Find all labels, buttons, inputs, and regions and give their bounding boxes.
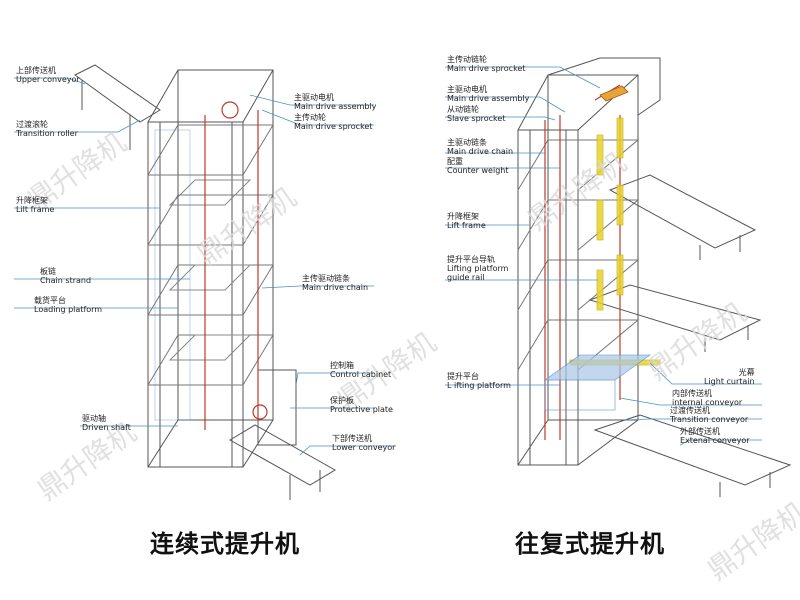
label-cn: 下部传送机 [332, 434, 372, 443]
label-counter-weight: 配重 Counter weight [447, 157, 508, 175]
label-cn: 配重 [447, 157, 463, 166]
label-en: Protective plate [330, 405, 393, 414]
label-en: Lower conveyor [332, 443, 396, 452]
label-en: Chain strand [40, 276, 92, 285]
label-en: Slave sprocket [447, 114, 506, 123]
label-en: Lilt frame [16, 205, 55, 214]
label-en: internal conveyor [672, 398, 743, 407]
label-en: Upper conveyor [16, 75, 80, 84]
label-cn: 主驱动电机 [294, 93, 334, 102]
label-lower-conveyor: 下部传送机 Lower conveyor [332, 434, 395, 452]
label-guide-rail: 提升平台导轨 Lifting platform guide rail [447, 255, 508, 282]
label-cn: 提升平台导轨 [447, 255, 495, 264]
reciprocating-elevator-caption: 往复式提升机 [515, 530, 665, 558]
label-cn: 过渡滚轮 [16, 120, 48, 129]
label-main-drive-sprocket-right: 主传动链轮 Main drive sprocket [447, 55, 526, 73]
label-en: Lift frame [447, 221, 486, 230]
label-en: Main drive chain [302, 283, 369, 292]
label-en: Light curtain [704, 377, 755, 386]
label-en: Control cabinet [330, 370, 392, 379]
label-en: Transition roller [16, 129, 78, 138]
label-chain-strand: 板链 Chain strand [40, 267, 91, 285]
label-cn: 从动链轮 [447, 105, 479, 114]
label-transition-conveyor: 过渡传送机 Transition conveyor [670, 406, 748, 424]
label-main-drive-assembly: 主驱动电机 Main drive assembly [294, 93, 376, 111]
label-cn: 控制箱 [330, 361, 354, 370]
label-en: Loading platform [34, 305, 103, 314]
label-main-drive-chain: 主传驱动链条 Main drive chain [302, 274, 368, 292]
label-control-cabinet: 控制箱 Control cabinet [330, 361, 391, 379]
label-en: Main drive assembly [294, 102, 377, 111]
label-internal-conveyor: 内部传送机 internal conveyor [672, 389, 742, 407]
label-cn: 外部传送机 [680, 427, 720, 436]
label-en2: guide rail [447, 273, 485, 282]
label-upper-conveyor: 上部传送机 Upper conveyor [16, 66, 80, 84]
label-light-curtain: 光幕 Light curtain [704, 368, 755, 386]
label-transition-roller: 过渡滚轮 Transition roller [16, 120, 78, 138]
label-cn: 升降框架 [447, 212, 479, 221]
continuous-elevator-caption: 连续式提升机 [150, 530, 300, 558]
label-cn: 内部传送机 [672, 389, 712, 398]
label-en: Driven shaft [82, 423, 131, 432]
label-lift-frame-right: 升降框架 Lift frame [447, 212, 486, 230]
label-cn: 保护板 [330, 396, 354, 405]
label-main-drive-sprocket: 主传动轮 Main drive sprocket [294, 113, 373, 131]
label-en: Lifting platform [447, 264, 509, 273]
label-lift-frame: 升降框架 Lilt frame [16, 196, 54, 214]
label-en: L ifting platform [447, 381, 511, 390]
label-en: Counter weight [447, 166, 509, 175]
label-cn: 提升平台 [447, 372, 479, 381]
label-lifting-platform: 提升平台 L ifting platform [447, 372, 511, 390]
label-cn: 主传动轮 [294, 113, 326, 122]
label-en: Extenal conveyor [680, 436, 750, 445]
label-cn: 载货平台 [34, 296, 66, 305]
label-cn: 上部传送机 [16, 66, 56, 75]
label-external-conveyor: 外部传送机 Extenal conveyor [680, 427, 750, 445]
label-loading-platform: 载货平台 Loading platform [34, 296, 102, 314]
label-cn: 主传动链轮 [447, 55, 487, 64]
label-cn: 主传驱动链条 [302, 274, 350, 283]
label-cn: 过渡传送机 [670, 406, 710, 415]
label-slave-sprocket: 从动链轮 Slave sprocket [447, 105, 505, 123]
label-driven-shaft: 驱动轴 Driven shaft [82, 414, 131, 432]
label-en: Main drive assembly [447, 94, 530, 103]
label-cn: 主驱动链条 [447, 138, 487, 147]
label-cn: 升降框架 [16, 196, 48, 205]
label-cn: 光幕 [738, 368, 755, 377]
label-protective-plate: 保护板 Protective plate [330, 396, 393, 414]
label-main-drive-chain-right: 主驱动链条 Main drive chain [447, 138, 513, 156]
label-en: Main drive chain [447, 147, 514, 156]
label-en: Main drive sprocket [447, 64, 526, 73]
label-en: Transition conveyor [670, 415, 749, 424]
label-main-drive-assembly-right: 主驱动电机 Main drive assembly [447, 85, 529, 103]
label-cn: 板链 [40, 267, 56, 276]
label-cn: 主驱动电机 [447, 85, 487, 94]
label-cn: 驱动轴 [82, 414, 106, 423]
label-en: Main drive sprocket [294, 122, 373, 131]
